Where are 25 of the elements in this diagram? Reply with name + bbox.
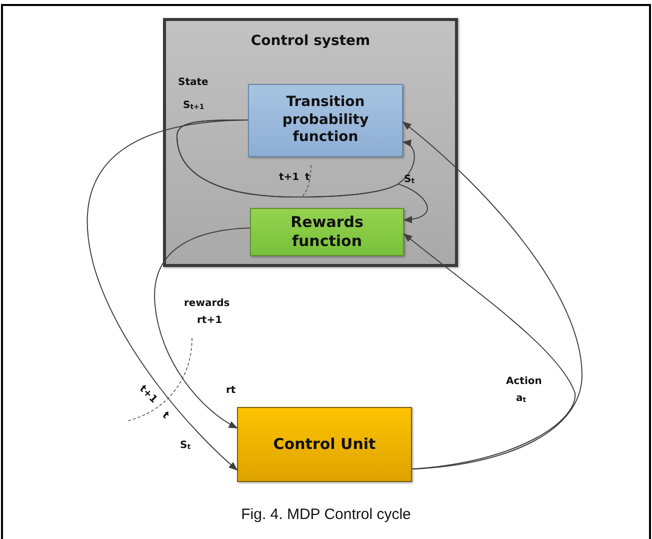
box-label: Rewards function — [290, 213, 364, 251]
process-box — [237, 407, 412, 482]
arrow — [402, 121, 582, 470]
container-title: Control system — [250, 33, 370, 50]
annotation-label: S$_{t+1}$ — [183, 100, 204, 111]
annotation-label: rewards — [184, 298, 230, 309]
arrow — [154, 228, 250, 428]
system-container — [163, 18, 458, 267]
arrow — [403, 233, 576, 470]
annotation-label: a$_{t}$ — [516, 393, 526, 404]
annotation-label: t — [305, 172, 310, 183]
annotation-label: S$_{t}$ — [180, 440, 191, 451]
annotation-label: rt+1 — [197, 315, 222, 326]
annotation-label: t+1 — [279, 172, 300, 183]
process-box — [250, 208, 404, 256]
annotation-label: S$_{t}$ — [404, 174, 415, 185]
annotation-label: rt — [226, 385, 236, 396]
annotation-label: Action — [506, 376, 542, 387]
box-label: Transition probability function — [281, 94, 370, 147]
annotation-label: State — [178, 77, 208, 88]
process-box — [248, 84, 403, 157]
box-label: Control Unit — [273, 435, 376, 454]
arrow — [176, 120, 428, 223]
figure-caption: Fig. 4. MDP Control cycle — [240, 506, 412, 523]
annotation-label: t — [160, 410, 171, 422]
